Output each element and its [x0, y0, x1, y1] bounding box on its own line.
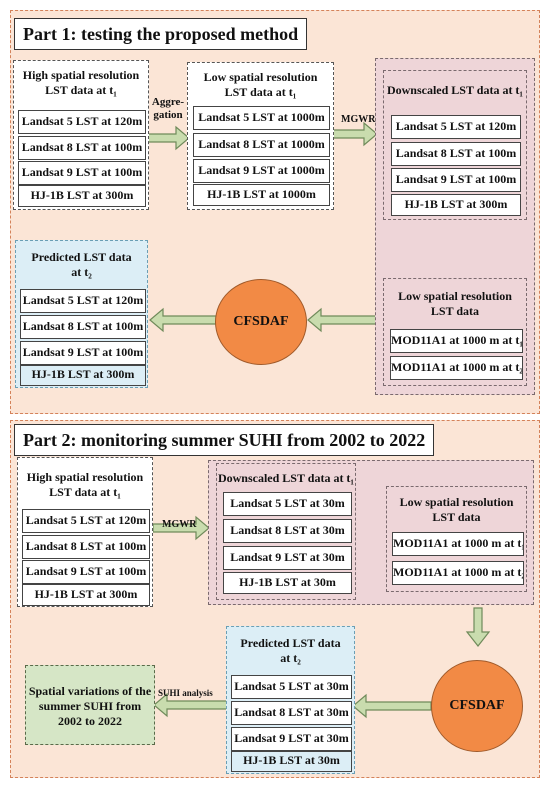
- list-item: Landsat 9 LST at 30m: [231, 727, 352, 751]
- suhi-analysis-label: SUHI analysis: [158, 688, 213, 698]
- list-item: MOD11A1 at 1000 m at t₁: [392, 532, 524, 556]
- list-item: HJ-1B LST at 1000m: [193, 184, 330, 206]
- list-item: HJ-1B LST at 300m: [22, 584, 150, 606]
- list-item: Landsat 9 LST at 1000m: [193, 159, 330, 183]
- list-item: HJ-1B LST at 30m: [223, 572, 352, 594]
- spatial-variations-box: Spatial variations of the summer SUHI fr…: [25, 665, 155, 745]
- part1-predicted-group: Predicted LST data at t₂ Landsat 5 LST a…: [15, 240, 148, 388]
- list-item: Landsat 9 LST at 100m: [22, 560, 150, 584]
- list-item: Landsat 5 LST at 120m: [22, 509, 150, 533]
- list-item: HJ-1B LST at 300m: [20, 365, 146, 386]
- part2-title: Part 2: monitoring summer SUHI from 2002…: [14, 424, 435, 456]
- part2-mgwr-label: MGWR: [162, 519, 197, 530]
- list-item: Landsat 5 LST at 120m: [391, 115, 521, 139]
- part1-downscaled-title: Downscaled LST data at t₁: [386, 83, 524, 97]
- list-item: Landsat 5 LST at 120m: [20, 289, 146, 313]
- list-item: MOD11A1 at 1000 m at t₂: [390, 356, 523, 380]
- list-item: MOD11A1 at 1000 m at t₂: [392, 561, 524, 585]
- list-item: Landsat 9 LST at 30m: [223, 546, 352, 570]
- list-item: Landsat 5 LST at 120m: [18, 110, 146, 134]
- list-item: Landsat 8 LST at 100m: [18, 136, 146, 160]
- part2-cfsdaf-node: CFSDAF: [431, 660, 523, 752]
- list-item: Landsat 5 LST at 30m: [231, 675, 352, 699]
- part1-mgwr-label: MGWR: [341, 114, 376, 125]
- part2-downscaled-group: Downscaled LST data at t₁ Landsat 5 LST …: [216, 463, 356, 600]
- part1-predicted-title: Predicted LST data at t₂: [31, 250, 132, 279]
- list-item: HJ-1B LST at 300m: [18, 185, 146, 207]
- list-item: Landsat 8 LST at 30m: [223, 519, 352, 543]
- list-item: Landsat 9 LST at 100m: [18, 161, 146, 185]
- part2-high-res-group: High spatial resolution LST data at t₁ L…: [17, 457, 153, 607]
- part2-predicted-group: Predicted LST data at t₂ Landsat 5 LST a…: [226, 626, 355, 774]
- aggregation-label: Aggre- gation: [151, 96, 185, 121]
- list-item: HJ-1B LST at 300m: [391, 194, 521, 216]
- list-item: Landsat 9 LST at 100m: [20, 341, 146, 365]
- part1-cfsdaf-node: CFSDAF: [215, 279, 307, 365]
- part2-low-res-group: Low spatial resolution LST data MOD11A1 …: [386, 486, 527, 592]
- part1-title: Part 1: testing the proposed method: [14, 18, 308, 50]
- list-item: Landsat 8 LST at 100m: [22, 535, 150, 559]
- part1-downscaled-group: Downscaled LST data at t₁ Landsat 5 LST …: [383, 70, 527, 220]
- list-item: Landsat 8 LST at 30m: [231, 701, 352, 725]
- part1-low-res2-title: Low spatial resolution LST data: [398, 289, 512, 318]
- list-item: Landsat 5 LST at 1000m: [193, 106, 330, 130]
- part2-low-res-title: Low spatial resolution LST data: [399, 495, 514, 524]
- list-item: Landsat 8 LST at 1000m: [193, 133, 330, 157]
- part1-high-res-group: High spatial resolution LST data at t₁ L…: [13, 60, 149, 210]
- list-item: Landsat 8 LST at 100m: [20, 315, 146, 339]
- list-item: Landsat 9 LST at 100m: [391, 168, 521, 192]
- part2-predicted-title: Predicted LST data at t₂: [240, 636, 341, 665]
- part1-low-res-title: Low spatial resolution LST data at t₁: [203, 70, 318, 99]
- part2-high-res-title: High spatial resolution LST data at t₁: [26, 470, 144, 499]
- part2-downscaled-title: Downscaled LST data at t₁: [217, 471, 355, 485]
- list-item: Landsat 5 LST at 30m: [223, 492, 352, 516]
- list-item: Landsat 8 LST at 100m: [391, 142, 521, 166]
- list-item: MOD11A1 at 1000 m at t₁: [390, 329, 523, 353]
- part1-low-res-group: Low spatial resolution LST data at t₁ La…: [187, 62, 334, 210]
- part1-low-res2-group: Low spatial resolution LST data MOD11A1 …: [383, 278, 527, 386]
- part1-high-res-title: High spatial resolution LST data at t₁: [22, 68, 140, 97]
- list-item: HJ-1B LST at 30m: [231, 751, 352, 772]
